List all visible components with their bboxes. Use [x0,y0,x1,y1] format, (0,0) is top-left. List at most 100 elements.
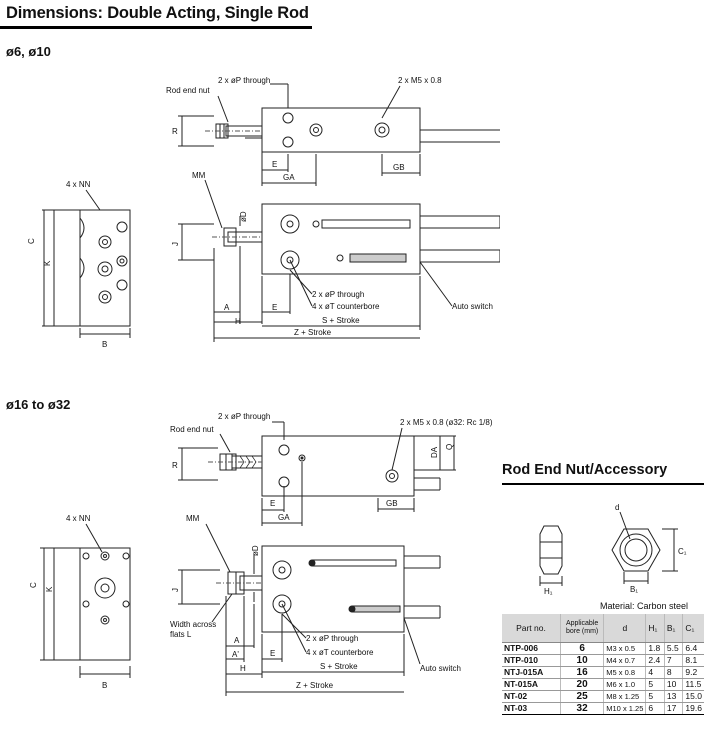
da-dim-label: DA [430,446,439,458]
z-stroke-label: Z + Stroke [296,681,334,690]
q-dim-label: Q [445,444,454,450]
e2-dim-label: E [270,649,275,658]
nn-label: 4 x NN [66,514,91,523]
table-cell: 6 [559,642,604,655]
h-dim-label: H [235,317,241,326]
mm-label: MM [186,514,200,523]
table-cell: 5 [645,678,665,691]
table-cell: 17 [663,702,683,715]
table-cell: 5.5 [663,642,683,655]
flats-l-label: flats L [170,630,192,639]
nut-b1-label: B₁ [630,585,638,594]
small-bore-heading: ø6, ø10 [6,44,51,59]
accessory-title: Rod End Nut/Accessory [502,462,668,478]
gb-dim-label: GB [386,499,398,508]
table-cell: 16 [559,666,604,679]
table-header-row: Part no. Applicable bore (mm) d H₁ B₁ C₁ [502,614,704,643]
j-dim-label: J [171,242,180,246]
rod-end-nut-label: Rod end nut [170,425,214,434]
table-cell: 2.4 [645,654,665,667]
table-cell: M5 x 0.8 [603,666,646,679]
m5-label: 2 x M5 x 0.8 [398,76,442,85]
table-cell: M4 x 0.7 [603,654,646,667]
a-prime-dim-label: A' [232,650,239,659]
p-through-label: 2 x øP through [218,76,270,85]
b-dim-label: B [102,340,107,349]
ga-dim-label: GA [278,513,290,522]
title-rule [0,26,312,29]
p-through-label: 2 x øP through [218,412,270,421]
table-cell: NTJ-015A [502,666,561,679]
large-bore-heading: ø16 to ø32 [6,397,71,412]
width-across-label: Width across [170,620,216,629]
table-cell: 11.5 [682,678,704,691]
table-cell: 10 [559,654,604,667]
a-dim-label: A [234,636,240,645]
table-cell: NT-02 [502,690,561,703]
s-stroke-label: S + Stroke [320,662,358,671]
table-cell: 25 [559,690,604,703]
col-h1: H₁ [645,614,665,643]
table-cell: 15.0 [682,690,704,703]
rod-end-nut-drawing: d H₁ B₁ C₁ [539,503,687,596]
table-cell: M10 x 1.25 [603,702,646,715]
table-cell: M3 x 0.5 [603,642,646,655]
material-note: Material: Carbon steel [600,601,689,611]
table-cell: NTP-010 [502,654,561,667]
table-cell: M6 x 1.0 [603,678,646,691]
nn-label: 4 x NN [66,180,91,189]
m5-label: 2 x M5 x 0.8 (ø32: Rc 1/8) [400,418,493,427]
j-dim-label: J [171,588,180,592]
table-cell: 19.6 [682,702,704,715]
table-cell: 32 [559,702,604,715]
e2-dim-label: E [272,303,277,312]
table-cell: NTP-006 [502,642,561,655]
table-cell: 8 [663,666,683,679]
table-cell: 5 [645,690,665,703]
s-stroke-label: S + Stroke [322,316,360,325]
nut-h1-label: H₁ [544,587,553,596]
e-dim-label: E [270,499,275,508]
c-dim-label: C [29,582,38,588]
t-counterbore-label: 4 x øT counterbore [312,302,380,311]
t-counterbore-label: 4 x øT counterbore [306,648,374,657]
p-through-2-label: 2 x øP through [306,634,358,643]
c-dim-label: C [27,238,36,244]
ga-dim-label: GA [283,173,295,182]
table-cell: M8 x 1.25 [603,690,646,703]
rod-end-nut-table: Part no. Applicable bore (mm) d H₁ B₁ C₁… [502,614,704,715]
table-cell: 13 [663,690,683,703]
d-dim-label: øD [239,211,248,222]
r-dim-label: R [172,461,178,470]
table-cell: 9.2 [682,666,704,679]
e-dim-label: E [272,160,277,169]
mm-label: MM [192,171,206,180]
z-stroke-label: Z + Stroke [294,328,332,337]
nut-d-label: d [615,503,619,512]
a-dim-label: A [224,303,230,312]
r-dim-label: R [172,127,178,136]
accessory-rule [502,483,704,485]
auto-switch-label: Auto switch [420,664,461,673]
auto-switch-label: Auto switch [452,302,493,311]
table-cell: NT-015A [502,678,561,691]
table-cell: 7 [663,654,683,667]
nut-c1-label: C₁ [678,547,687,556]
page-title: Dimensions: Double Acting, Single Rod [6,4,309,22]
gb-dim-label: GB [393,163,405,172]
k-dim-label: K [45,586,54,592]
col-c1: C₁ [682,614,704,643]
col-bore: Applicable bore (mm) [559,614,604,643]
table-cell: 6.4 [682,642,704,655]
table-cell: 20 [559,678,604,691]
col-part-no: Part no. [502,614,561,643]
b-dim-label: B [102,681,107,690]
col-d: d [603,614,646,643]
large-bore-drawing: 2 x øP through 2 x M5 x 0.8 (ø32: Rc 1/8… [29,412,493,696]
